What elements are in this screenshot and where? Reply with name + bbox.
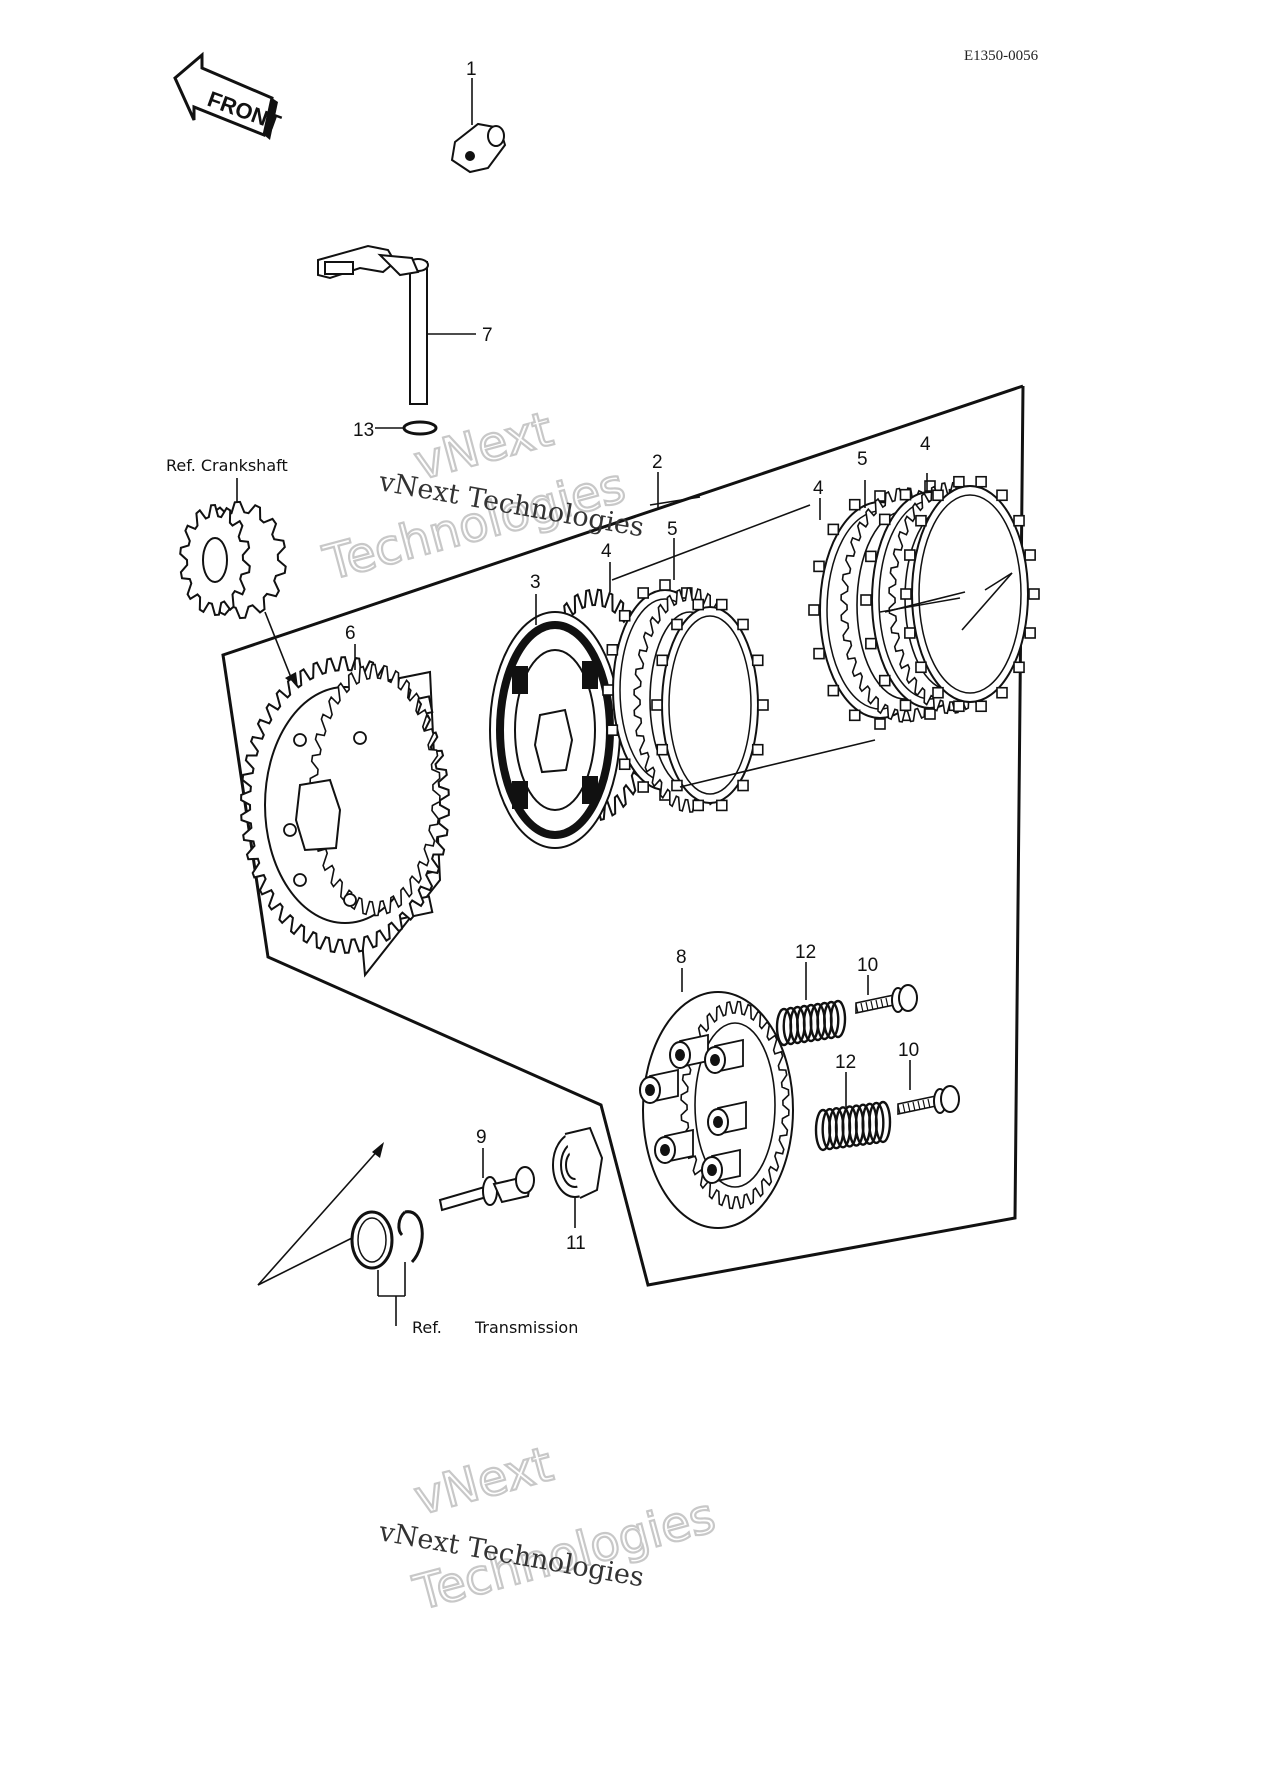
callout-13: 13 xyxy=(353,420,374,441)
part-8-pressure-plate xyxy=(639,991,794,1229)
callout-6: 6 xyxy=(345,623,356,644)
part-6-clutch-housing xyxy=(240,656,450,978)
callout-3: 3 xyxy=(530,572,541,593)
part-1-bracket xyxy=(450,78,507,174)
watermark-lower: vNext Technologies vNext Technologies xyxy=(376,1435,722,1623)
ref-transmission-label: Transmission xyxy=(474,1318,578,1337)
ref-label: Ref. xyxy=(412,1318,442,1337)
callout-8: 8 xyxy=(676,947,687,968)
part-10-bolt-upper xyxy=(855,984,918,1014)
callout-11: 11 xyxy=(566,1233,586,1254)
callout-2: 2 xyxy=(652,452,663,473)
callout-10a: 10 xyxy=(857,955,878,976)
friction-steel-plates-outer xyxy=(808,475,1040,730)
watermark-outline-2a: vNext xyxy=(409,1436,559,1526)
callout-7: 7 xyxy=(482,325,493,346)
callout-12a: 12 xyxy=(795,942,816,963)
drawing-code: E1350-0056 xyxy=(964,48,1039,64)
ref-crankshaft-label: Ref. Crankshaft xyxy=(166,456,288,475)
assembly-frame xyxy=(221,384,1025,1287)
part-13-washer xyxy=(375,420,438,436)
callout-4a: 4 xyxy=(601,541,612,562)
callout-1: 1 xyxy=(466,59,477,80)
callout-9: 9 xyxy=(476,1127,487,1148)
friction-steel-plates-inner xyxy=(602,579,769,813)
part-12-spring-lower xyxy=(814,1100,892,1152)
callout-5a: 5 xyxy=(667,519,678,540)
front-arrow-icon: FRONT xyxy=(173,51,285,140)
callout-4b: 4 xyxy=(813,478,824,499)
part-11-bearing xyxy=(552,1126,604,1228)
callout-12b: 12 xyxy=(835,1052,856,1073)
callout-5b: 5 xyxy=(857,449,868,470)
callout-10b: 10 xyxy=(898,1040,919,1061)
crankshaft-gear xyxy=(179,500,287,620)
ref-transmission-rings xyxy=(257,1142,424,1326)
part-10-bolt-lower xyxy=(897,1085,960,1115)
callout-4c: 4 xyxy=(920,434,931,455)
part-7-release-shaft xyxy=(317,244,476,405)
part-12-spring-upper xyxy=(775,999,847,1047)
part-9-push-rod xyxy=(438,1148,535,1212)
